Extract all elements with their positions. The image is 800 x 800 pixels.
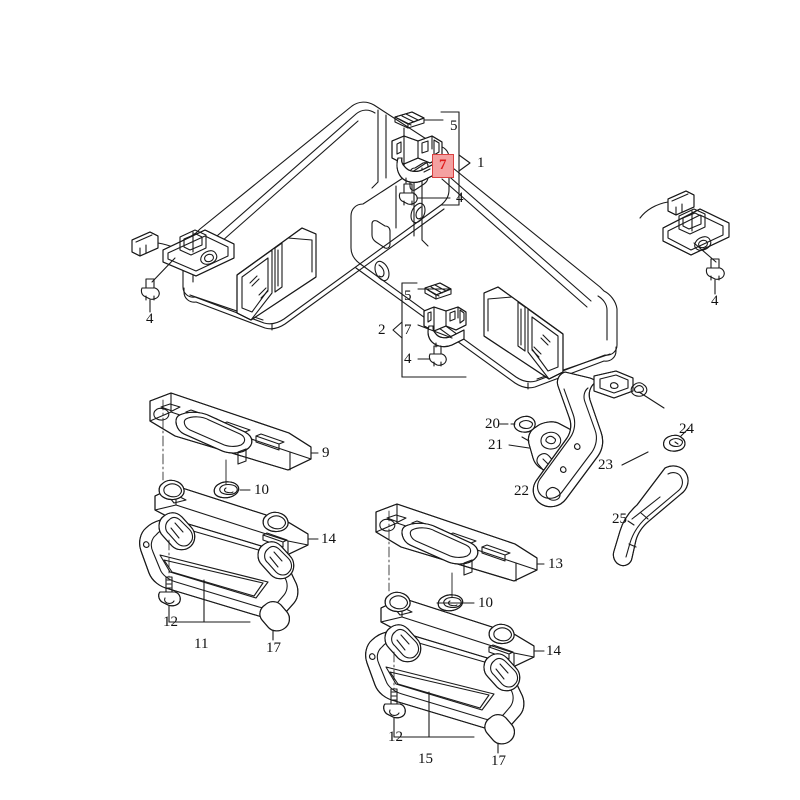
callout-12-left: 12	[163, 614, 178, 630]
callout-10-right: 10	[478, 595, 493, 611]
callout-4-mid: 4	[404, 351, 412, 367]
callout-25: 25	[612, 511, 627, 527]
callout-5-top: 5	[450, 118, 458, 134]
part-9-trim-cover	[149, 392, 319, 481]
part-15-grab-handle	[365, 624, 525, 738]
callout-17-left: 17	[266, 640, 281, 656]
callout-4-left-visor: 4	[146, 311, 154, 327]
part-10-nut-right	[436, 572, 475, 612]
callout-10-left: 10	[254, 482, 269, 498]
callout-15: 15	[418, 751, 433, 767]
callout-13: 13	[548, 556, 563, 572]
part-14-trim-left	[154, 479, 319, 556]
callout-14-right: 14	[546, 643, 561, 659]
part-12-bolt-left	[158, 539, 182, 623]
callout-12-right: 12	[388, 729, 403, 745]
part-17-cap-left	[259, 601, 290, 641]
right-visor-wire-connector	[639, 190, 730, 263]
callout-21: 21	[488, 437, 503, 453]
part-14-trim-right	[380, 591, 545, 668]
callout-2-group: 2	[378, 322, 386, 338]
part-23-coat-hook-arm	[532, 370, 665, 508]
callout-23: 23	[598, 457, 613, 473]
part-10-nut-left	[213, 459, 251, 499]
callout-14-left: 14	[321, 531, 336, 547]
left-visor-wire-connector	[131, 229, 235, 283]
callout-9: 9	[322, 445, 330, 461]
callout-5-mid: 5	[404, 288, 412, 304]
callout-1-group: 1	[477, 155, 485, 171]
screw-part-4-left	[140, 278, 160, 313]
part-17-cap-right	[484, 714, 515, 754]
callout-7-mid: 7	[404, 322, 412, 338]
screw-part-4-right	[705, 258, 725, 295]
callout-4-right-visor: 4	[711, 293, 719, 309]
part-12-bolt-right	[383, 651, 406, 738]
part-11-grab-handle	[139, 512, 299, 623]
part-20-nut	[499, 415, 536, 433]
right-visor-mirror-panel	[483, 286, 564, 380]
callout-20: 20	[485, 416, 500, 432]
callout-22: 22	[514, 483, 529, 499]
callout-7-highlighted: 7	[432, 154, 454, 178]
part-25-trim-strip	[612, 465, 689, 567]
part-24-nut	[663, 427, 690, 452]
group-2-detail-parts	[392, 282, 467, 378]
callout-11: 11	[194, 636, 209, 652]
callout-24: 24	[679, 421, 694, 437]
callout-4-top: 4	[456, 190, 464, 206]
left-visor-mirror-panel	[236, 227, 317, 321]
callout-17-right: 17	[491, 753, 506, 769]
part-13-trim-cover	[375, 503, 545, 592]
